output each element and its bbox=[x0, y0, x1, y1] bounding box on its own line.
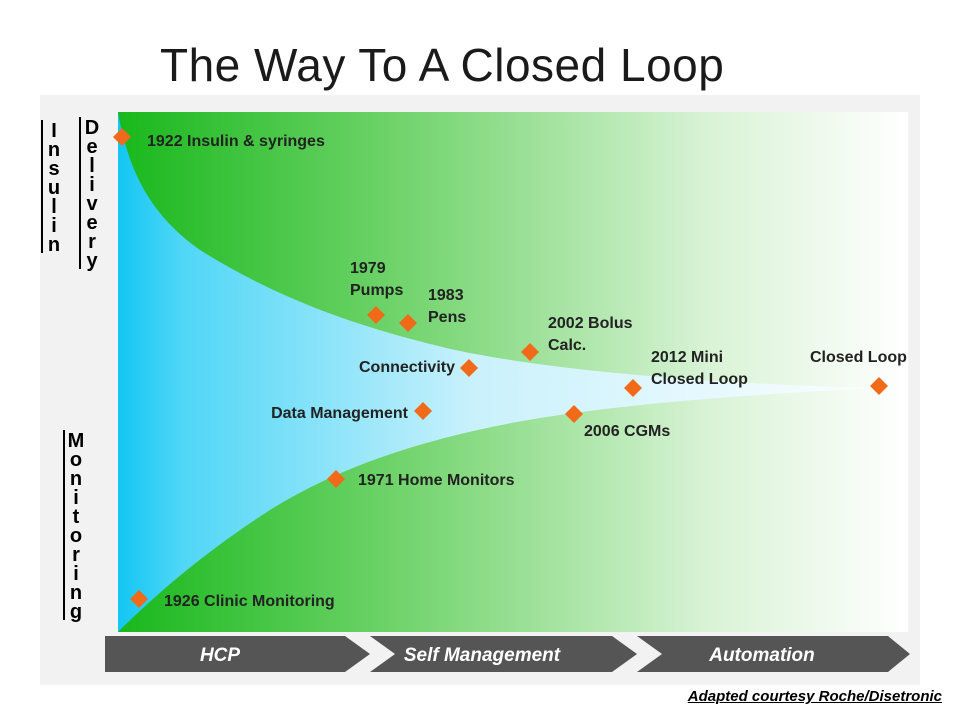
milestone-marker bbox=[367, 306, 385, 324]
milestone-marker bbox=[870, 377, 888, 395]
panel-right-edge bbox=[908, 95, 920, 685]
milestone-label-data-management: Data Management bbox=[271, 405, 409, 422]
milestone-marker bbox=[521, 343, 539, 361]
milestone-marker bbox=[565, 405, 583, 423]
milestone-marker bbox=[113, 128, 131, 146]
milestone-label-cgms: 2006 CGMs bbox=[584, 423, 670, 440]
phase-label: Automation bbox=[708, 645, 815, 666]
insulin-label: Insulin bbox=[43, 120, 65, 253]
monitoring-label: Monitoring bbox=[65, 430, 87, 620]
milestone-marker bbox=[624, 379, 642, 397]
phase-label: HCP bbox=[200, 645, 240, 666]
milestone-label-closed-loop: Closed Loop bbox=[810, 349, 907, 366]
phase-arrow bbox=[370, 636, 637, 672]
milestone-marker bbox=[399, 314, 417, 332]
phase-arrow bbox=[105, 636, 370, 672]
delivery-label: Delivery bbox=[81, 117, 103, 269]
milestone-marker bbox=[460, 359, 478, 377]
milestone-marker bbox=[327, 470, 345, 488]
milestone-label-insulin-syringes: 1922 Insulin & syringes bbox=[147, 133, 325, 150]
milestone-label-home-monitors: 1971 Home Monitors bbox=[358, 472, 515, 489]
page-title: The Way To A Closed Loop bbox=[160, 39, 725, 91]
milestone-marker bbox=[130, 590, 148, 608]
monitoring-band bbox=[118, 388, 908, 632]
milestone-label-connectivity: Connectivity bbox=[359, 359, 455, 376]
phase-label: Self Management bbox=[404, 645, 561, 666]
milestone-label-clinic-monitoring: 1926 Clinic Monitoring bbox=[164, 593, 335, 610]
delivery-band bbox=[118, 112, 908, 388]
milestone-marker bbox=[414, 402, 432, 420]
attribution-footer: Adapted courtesy Roche/Disetronic bbox=[687, 688, 942, 705]
phase-arrow bbox=[637, 636, 910, 672]
